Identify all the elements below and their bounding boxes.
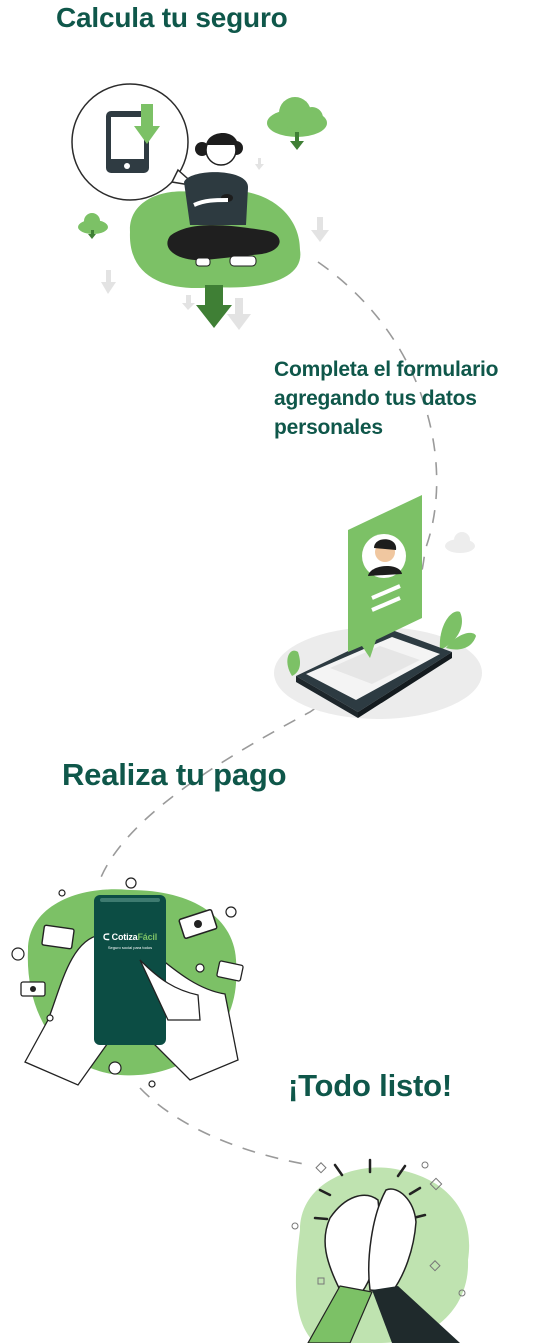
logo-c-icon: ᑕ <box>103 932 112 942</box>
form-illustration <box>274 495 482 719</box>
cloud-outline-icon <box>445 532 475 553</box>
brand-suffix: Fácil <box>137 932 157 942</box>
step-4-title: ¡Todo listo! <box>288 1068 453 1103</box>
cloud-small-icon <box>78 213 108 239</box>
phone-screen: ᑕ CotizaFácil Seguro social para todos <box>94 932 166 950</box>
tablet-icon <box>296 630 452 718</box>
green-sleeve <box>307 1285 373 1343</box>
person-figure <box>167 132 280 267</box>
coin-icon <box>11 877 237 1088</box>
calculate-illustration <box>71 83 329 330</box>
phone-download-icon <box>106 104 160 173</box>
plant-leaves-icon <box>287 611 476 676</box>
step-1-title: Calcula tu seguro <box>56 2 288 33</box>
payment-scene <box>11 877 244 1088</box>
confetti-shapes <box>291 1161 466 1297</box>
brand-prefix: Cotiza <box>111 932 138 942</box>
high-five-hands-icon <box>324 1188 417 1293</box>
phone-icon <box>94 895 166 1045</box>
cloud-icon <box>267 97 327 150</box>
step-3-title: Realiza tu pago <box>62 757 287 792</box>
app-logo: ᑕ CotizaFácil <box>94 932 166 943</box>
profile-card <box>348 495 422 658</box>
banknote-icon <box>178 909 218 939</box>
payment-illustration: ᑕ CotizaFácil Seguro social para todos <box>10 872 260 1092</box>
high-five-illustration <box>291 1158 470 1343</box>
download-arrow-icon <box>196 285 232 328</box>
cash-icon <box>20 981 46 997</box>
dark-sleeve <box>372 1286 460 1343</box>
credit-card-icon <box>41 924 244 982</box>
app-tagline: Seguro social para todos <box>107 945 153 950</box>
step-2-title: Completa el formulario agregando tus dat… <box>274 358 499 439</box>
